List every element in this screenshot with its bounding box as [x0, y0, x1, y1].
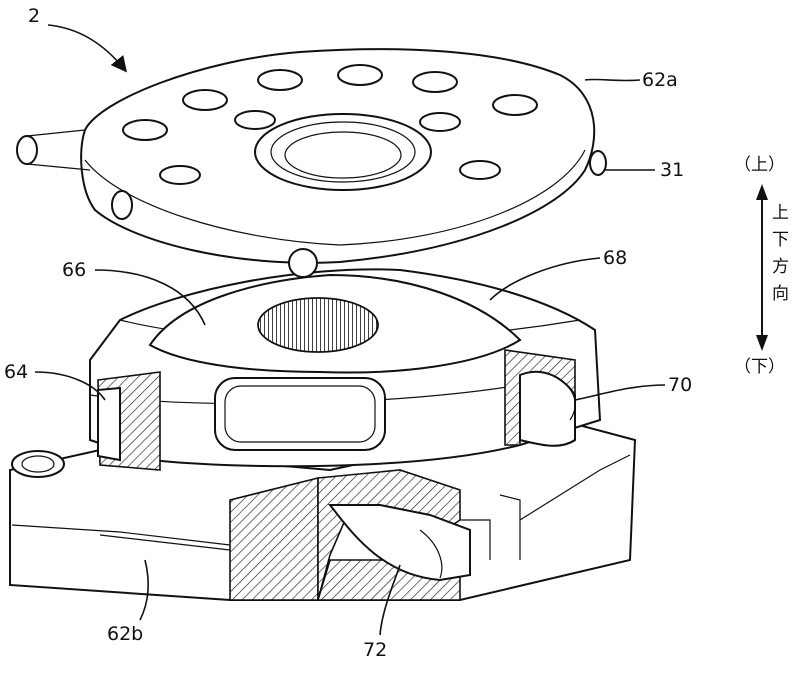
label-lower-plate: 62b: [107, 623, 143, 645]
direction-up-label: （上）: [734, 155, 785, 175]
label-rotor-left: 66: [62, 259, 86, 281]
label-rotor-right: 68: [603, 247, 627, 269]
label-cavity-right: 70: [668, 374, 692, 396]
vertical-direction-indicator: [756, 184, 768, 351]
direction-axis-char-1: 上: [772, 203, 789, 223]
label-upper-plate: 62a: [642, 69, 678, 91]
upper-plate: [16, 48, 607, 278]
boss-row: [122, 64, 538, 185]
direction-axis-char-3: 方: [772, 257, 789, 277]
label-pin: 31: [660, 159, 684, 181]
direction-down-label: （下）: [734, 357, 785, 377]
label-assembly: 2: [28, 5, 40, 27]
leader-lines: [34, 24, 666, 636]
label-lower-cavity: 72: [363, 639, 387, 661]
lower-plate: [9, 418, 637, 601]
direction-axis-char-2: 下: [772, 230, 789, 250]
direction-axis-char-4: 向: [772, 284, 789, 304]
label-side-left: 64: [4, 361, 28, 383]
middle-block: [89, 268, 602, 471]
